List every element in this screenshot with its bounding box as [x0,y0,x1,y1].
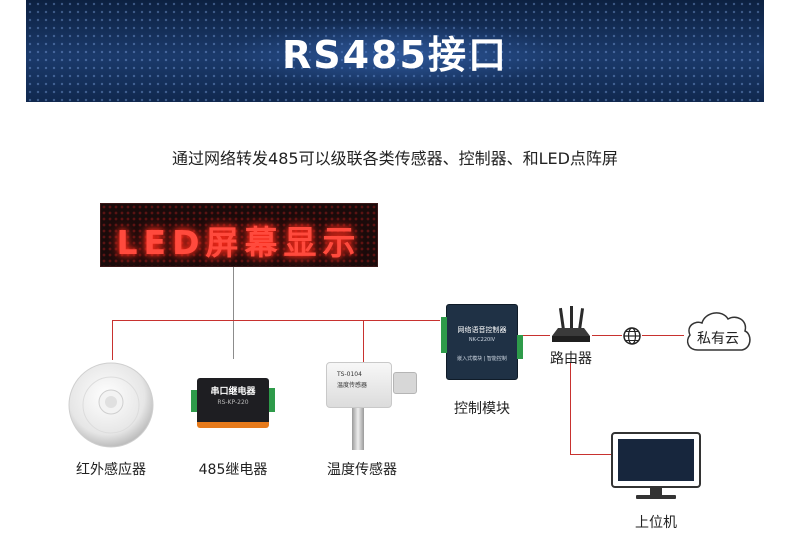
subtitle: 通过网络转发485可以级联各类传感器、控制器、和LED点阵屏 [172,149,618,168]
module-terminal-left [441,317,447,353]
cloud-icon [686,312,751,351]
control-module-sub: 嵌入式模块 | 智能控制 [457,356,507,362]
internet-cloud-line [642,335,684,336]
control-module-model: NK-C220IV [468,337,496,343]
pir-sensor-icon [68,362,154,448]
internet-globe-icon [623,327,641,345]
led-display-text: LED屏幕显示 [116,223,362,262]
relay-terminal-left [191,390,197,412]
module-router-line [520,335,550,336]
pir-sensor-label: 红外感应器 [76,462,146,478]
temp-sensor-cable-gland [393,372,417,394]
temp-sensor-label: 温度传感器 [327,462,397,478]
control-module-device: 网络语音控制器 NK-C220IV 嵌入式模块 | 智能控制 [441,304,523,380]
page-title: RS485接口 [282,33,508,77]
led-to-bus-line [233,267,234,359]
led-display: LED屏幕显示 [100,203,378,267]
temp-sensor-device: TS-0104 温度传感器 [326,362,392,408]
relay-label: 485继电器 [198,462,268,478]
bus-drop-pir [112,320,113,360]
temp-sensor-model: TS-0104 [337,371,362,378]
router-icon [552,306,590,342]
module-terminal-right [517,335,523,359]
control-module-label: 控制模块 [454,401,510,417]
header-banner: RS485接口 [26,0,764,102]
temp-sensor-name: 温度传感器 [337,382,368,389]
relay-title: 串口继电器 [210,387,256,397]
rs485-bus-line [112,320,440,321]
router-pc-horizontal-line [570,454,612,455]
cloud-label: 私有云 [697,331,739,347]
pc-monitor-icon [611,432,701,499]
relay-terminal-right [269,388,275,412]
temp-sensor-probe [352,408,364,450]
pc-label: 上位机 [635,515,677,531]
relay-model: RS-KP-220 [217,399,249,406]
control-module-title: 网络语音控制器 [457,326,507,334]
relay-device: 串口继电器 RS-KP-220 [191,378,275,428]
bus-drop-temp [363,320,364,365]
router-internet-line [592,335,622,336]
router-label: 路由器 [550,351,592,367]
router-pc-vertical-line [570,362,571,454]
